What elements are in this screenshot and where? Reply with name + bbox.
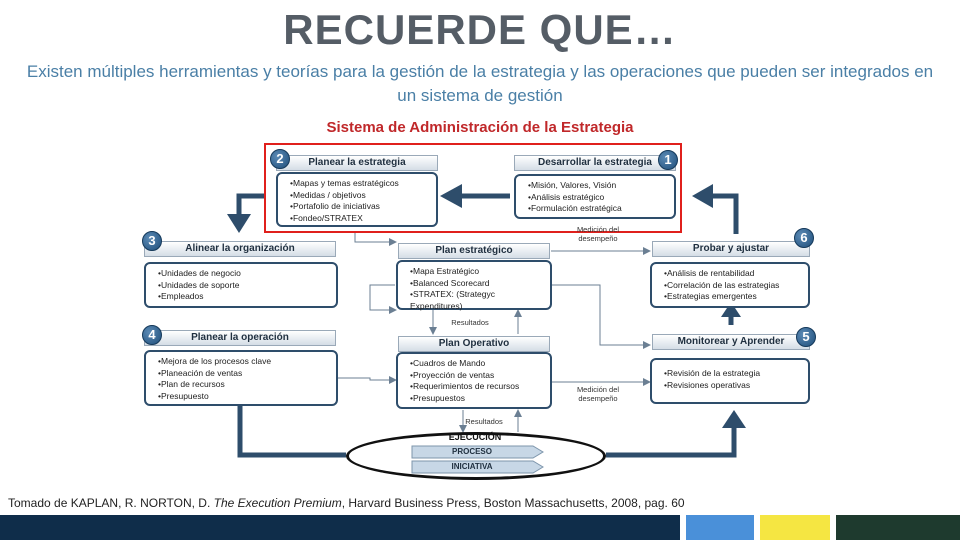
list-item: Requerimientos de recursos	[410, 381, 546, 393]
list-item: Unidades de soporte	[158, 280, 332, 292]
annotation-medicion-mid: Medición del desempeño	[576, 385, 620, 403]
list-item: STRATEX: (Strategyc Expenditures)	[410, 289, 546, 312]
arrow-operacion-to-ejecucion	[237, 404, 346, 458]
arrowhead-left-2	[692, 184, 713, 208]
header-monitorear-aprender: Monitorear y Aprender	[652, 334, 810, 350]
box-probar-ajustar: Análisis de rentabilidad Correlación de …	[650, 262, 810, 308]
iniciativa-bar-label: INICIATIVA	[451, 462, 493, 471]
caption-suffix: , Harvard Business Press, Boston Massach…	[341, 496, 685, 510]
list-item: Medidas / objetivos	[290, 190, 432, 202]
slide-subtitle: Existen múltiples herramientas y teorías…	[26, 62, 934, 105]
list-item: Análisis estratégico	[528, 192, 670, 204]
list-item: Estrategias emergentes	[664, 291, 804, 303]
footer-bar	[0, 515, 960, 540]
list-item: Planeación de ventas	[158, 368, 332, 380]
box-planear-estrategia: Mapas y temas estratégicos Medidas / obj…	[276, 172, 438, 227]
list-item: Mapa Estratégico	[410, 266, 546, 278]
header-planear-operacion: Planear la operación	[144, 330, 336, 346]
badge-3: 3	[142, 231, 162, 251]
footer-green-block	[836, 515, 960, 540]
list-item: Revisiones operativas	[664, 380, 804, 392]
badge-1: 1	[658, 150, 678, 170]
list-item: Empleados	[158, 291, 332, 303]
arrowhead-left-1	[440, 184, 462, 208]
list-item: Revisión de la estrategia	[664, 368, 804, 380]
header-alinear-organizacion: Alinear la organización	[144, 241, 336, 257]
list-item: Formulación estratégica	[528, 203, 670, 215]
highlight-frame	[264, 143, 682, 233]
list-item: Plan de recursos	[158, 379, 332, 391]
header-plan-operativo: Plan Operativo	[398, 336, 550, 352]
list-item: Correlación de las estrategias	[664, 280, 804, 292]
diagram-title: Sistema de Administración de la Estrateg…	[326, 119, 634, 136]
annotation-medicion-top: Medición del desempeño	[576, 225, 620, 243]
box-monitorear-aprender: Revisión de la estrategia Revisiones ope…	[650, 358, 810, 404]
arrowhead-down-1	[227, 214, 251, 233]
footer-yellow-block	[760, 515, 830, 540]
badge-4: 4	[142, 325, 162, 345]
execution-label: EJECUCIÓN	[448, 432, 502, 442]
list-item: Unidades de negocio	[158, 268, 332, 280]
caption-book-title: The Execution Premium	[213, 496, 342, 510]
annotation-resultados-2: Resultados	[465, 417, 503, 426]
arrowhead-up-1	[722, 410, 746, 428]
source-caption: Tomado de KAPLAN, R. NORTON, D. The Exec…	[8, 496, 685, 510]
list-item: Mejora de los procesos clave	[158, 356, 332, 368]
list-item: Mapas y temas estratégicos	[290, 178, 432, 190]
list-item: Cuadros de Mando	[410, 358, 546, 370]
thick-arrowheads	[227, 184, 746, 428]
list-item: Portafolio de iniciativas	[290, 201, 432, 213]
caption-prefix: Tomado de KAPLAN, R. NORTON, D.	[8, 496, 214, 510]
badge-5: 5	[796, 327, 816, 347]
thin-connectors	[338, 232, 651, 433]
proceso-bar-label: PROCESO	[451, 447, 492, 456]
header-plan-estrategico: Plan estratégico	[398, 243, 550, 259]
list-item: Proyección de ventas	[410, 370, 546, 382]
list-item: Misión, Valores, Visión	[528, 180, 670, 192]
box-alinear-organizacion: Unidades de negocio Unidades de soporte …	[144, 262, 338, 308]
list-item: Balanced Scorecard	[410, 278, 546, 290]
badge-2: 2	[270, 149, 290, 169]
badge-6: 6	[794, 228, 814, 248]
annotation-resultados-1: Resultados	[451, 318, 489, 327]
box-plan-operativo: Cuadros de Mando Proyección de ventas Re…	[396, 352, 552, 409]
box-planear-operacion: Mejora de los procesos clave Planeación …	[144, 350, 338, 406]
list-item: Presupuestos	[410, 393, 546, 405]
arrow-ejecucion-to-monitorear	[606, 418, 737, 458]
header-probar-ajustar: Probar y ajustar	[652, 241, 810, 257]
arrowhead-up-2	[721, 302, 741, 317]
box-plan-estrategico: Mapa Estratégico Balanced Scorecard STRA…	[396, 260, 552, 312]
header-desarrollar-estrategia: Desarrollar la estrategia	[514, 155, 676, 171]
list-item: Fondeo/STRATEX	[290, 213, 432, 225]
list-item: Presupuesto	[158, 391, 332, 403]
list-item: Análisis de rentabilidad	[664, 268, 804, 280]
header-planear-estrategia: Planear la estrategia	[276, 155, 438, 171]
arrow-planear-to-alinear	[236, 193, 264, 222]
footer-blue-block	[686, 515, 754, 540]
footer-navy-block	[0, 515, 680, 540]
box-desarrollar-estrategia: Misión, Valores, Visión Análisis estraté…	[514, 174, 676, 219]
slide-title: RECUERDE QUE…	[283, 6, 677, 53]
arrow-probar-to-desarrollar	[710, 193, 739, 234]
